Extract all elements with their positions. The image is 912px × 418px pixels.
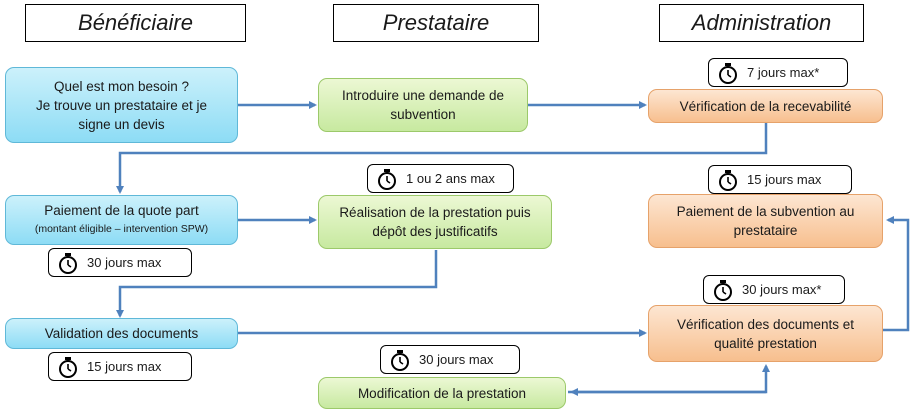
box-besoin-line-2: Je trouve un prestataire et je [35,97,208,113]
timer-verification-text: 30 jours max* [742,282,822,297]
header-beneficiaire: Bénéficiaire [25,4,246,42]
box-demande-line-2: subvention [390,107,456,122]
box-verification-docs-line-1: Vérification des documents et [676,316,855,332]
timer-validation-text: 15 jours max [87,359,162,374]
box-realisation-line-1: Réalisation de la prestation puis [339,205,531,220]
timer-modification-text: 30 jours max [419,352,494,367]
stopwatch-icon [719,169,737,191]
box-verification-docs-line-2: qualité prestation [714,335,817,351]
timer-paiement-subvention-text: 15 jours max [747,172,822,187]
box-paiement-subvention: Paiement de la subvention au prestataire [648,194,883,248]
timer-recevabilite-text: 7 jours max* [747,65,820,80]
arrow-recevabilite-to-paiement-quote [116,123,768,194]
header-prestataire: Prestataire [333,4,539,42]
box-paiement-quote: Paiement de la quote part (montant éligi… [5,195,238,245]
stopwatch-icon [714,279,732,301]
box-modification-label: Modification de la prestation [357,385,527,401]
stopwatch-icon [378,168,396,190]
box-besoin: Quel est mon besoin ? Je trouve un prest… [5,67,238,143]
arrow-verification-to-paiement-subvention [883,216,910,332]
timer-verification: 30 jours max* [703,275,845,304]
box-validation: Validation des documents [5,318,238,349]
timer-paiement-quote-text: 30 jours max [87,255,162,270]
timer-recevabilite: 7 jours max* [708,58,848,87]
timer-realisation: 1 ou 2 ans max [367,164,514,193]
timer-paiement-subvention: 15 jours max [708,165,852,194]
timer-paiement-quote: 30 jours max [48,248,192,277]
box-demande-line-1: Introduire une demande de [341,88,505,103]
box-modification: Modification de la prestation [318,377,566,409]
box-realisation-line-2: dépôt des justificatifs [372,224,498,239]
box-paiement-subvention-line-1: Paiement de la subvention au [676,204,855,219]
box-validation-label: Validation des documents [44,326,199,341]
arrow-modification-to-verification [568,364,770,394]
stopwatch-icon [391,349,409,371]
timer-modification: 30 jours max [380,345,520,374]
box-verification-docs: Vérification des documents et qualité pr… [648,305,883,362]
header-administration: Administration [659,4,864,42]
box-paiement-quote-label: Paiement de la quote part [44,203,199,218]
arrow-realisation-to-validation [116,250,438,318]
box-demande: Introduire une demande de subvention [318,78,528,132]
stopwatch-icon [719,62,737,84]
stopwatch-icon [59,356,77,378]
stopwatch-icon [59,252,77,274]
box-realisation: Réalisation de la prestation puis dépôt … [318,195,552,249]
box-paiement-quote-note: (montant éligible – intervention SPW) [34,223,209,235]
box-besoin-line-3: signe un devis [78,116,165,132]
box-besoin-line-1: Quel est mon besoin ? [53,78,190,94]
timer-validation: 15 jours max [48,352,192,381]
timer-realisation-text: 1 ou 2 ans max [406,171,495,186]
box-paiement-subvention-line-2: prestataire [733,223,798,238]
box-recevabilite: Vérification de la recevabilité [648,89,883,123]
box-recevabilite-label: Vérification de la recevabilité [679,98,852,114]
